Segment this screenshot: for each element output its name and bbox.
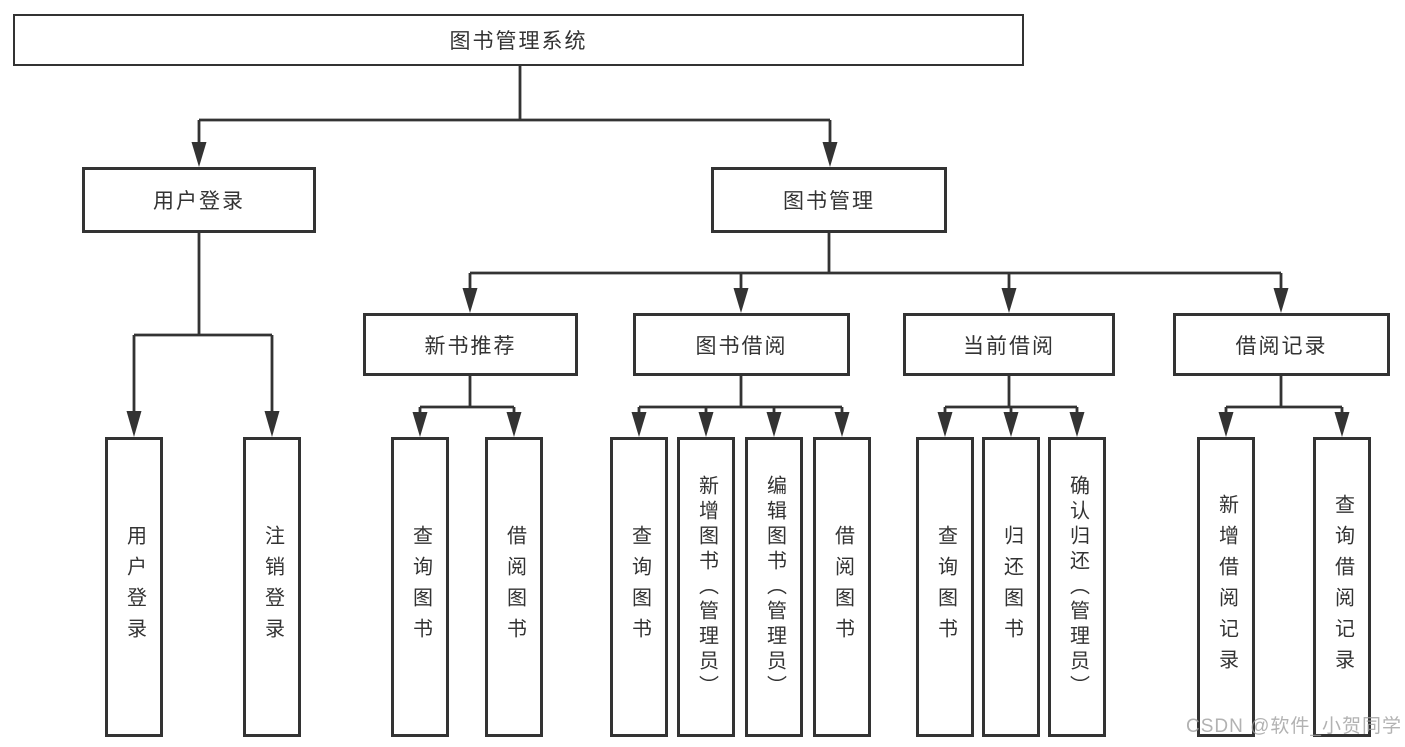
leaf-query-borrow-record: 查询借阅记录 [1313, 437, 1371, 737]
leaf-return-book: 归还图书 [982, 437, 1040, 737]
leaf-label: 查询图书 [409, 525, 432, 649]
leaf-label: 新增图书（管理员） [695, 474, 718, 700]
leaf-edit-book-admin: 编辑图书（管理员） [745, 437, 803, 737]
leaf-query-books-recommend: 查询图书 [391, 437, 449, 737]
leaf-label: 确认归还（管理员） [1066, 474, 1089, 700]
leaf-query-books-current: 查询图书 [916, 437, 974, 737]
node-library-system: 图书管理系统 [13, 14, 1024, 66]
leaf-add-book-admin: 新增图书（管理员） [677, 437, 735, 737]
node-current-borrow: 当前借阅 [903, 313, 1115, 376]
leaf-label: 用户登录 [123, 525, 146, 649]
node-user-login: 用户登录 [82, 167, 316, 233]
node-borrow-records: 借阅记录 [1173, 313, 1390, 376]
leaf-logout: 注销登录 [243, 437, 301, 737]
leaf-borrow-books-recommend: 借阅图书 [485, 437, 543, 737]
leaf-label: 编辑图书（管理员） [763, 474, 786, 700]
node-book-management: 图书管理 [711, 167, 947, 233]
leaf-label: 借阅图书 [503, 525, 526, 649]
node-new-book-recommend: 新书推荐 [363, 313, 578, 376]
leaf-label: 查询图书 [934, 525, 957, 649]
leaf-label: 借阅图书 [831, 525, 854, 649]
leaf-label: 新增借阅记录 [1215, 494, 1238, 680]
leaf-label: 查询借阅记录 [1331, 494, 1354, 680]
leaf-user-login: 用户登录 [105, 437, 163, 737]
node-book-borrow: 图书借阅 [633, 313, 850, 376]
leaf-label: 注销登录 [261, 525, 284, 649]
leaf-query-books-borrow: 查询图书 [610, 437, 668, 737]
leaf-borrow-books: 借阅图书 [813, 437, 871, 737]
leaf-add-borrow-record: 新增借阅记录 [1197, 437, 1255, 737]
leaf-label: 查询图书 [628, 525, 651, 649]
leaf-confirm-return-admin: 确认归还（管理员） [1048, 437, 1106, 737]
csdn-watermark: CSDN @软件_小贺同学 [1186, 716, 1402, 737]
leaf-label: 归还图书 [1000, 525, 1023, 649]
